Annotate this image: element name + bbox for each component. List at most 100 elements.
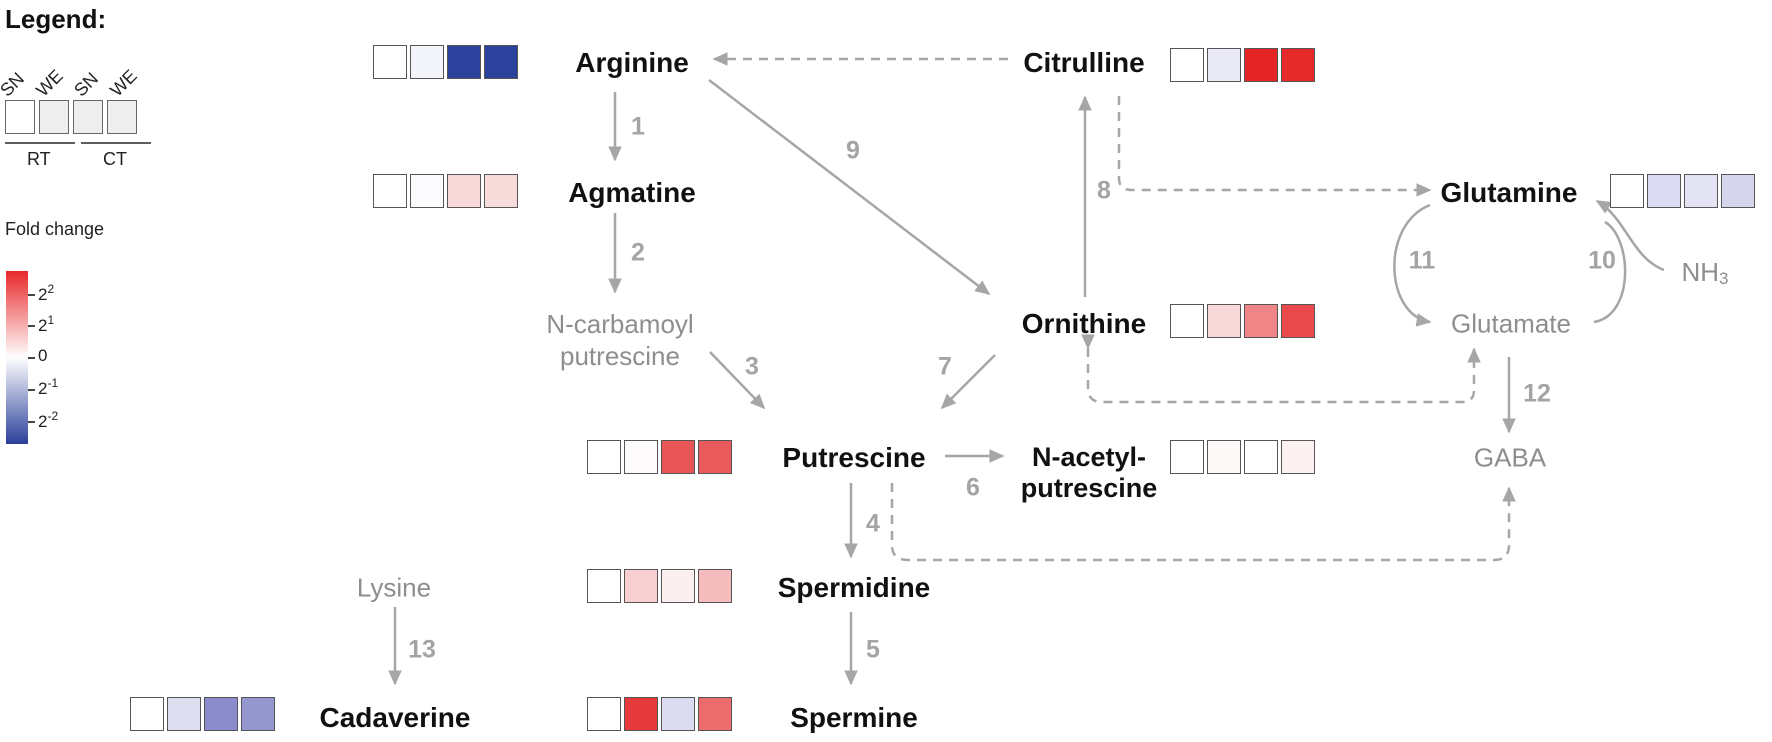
metabolite-putrescine: Putrescine [782,442,926,473]
colorbar-tick-mark [28,325,35,327]
metabolite-agmatine: Agmatine [568,177,696,208]
legend-cell [5,100,35,134]
heatmap-cadaverine [130,697,275,731]
heatmap-cell [624,440,658,474]
heatmap-cell [587,569,621,603]
legend-cell [39,100,69,134]
heatmap-n-acetylputrescine [1170,440,1315,474]
heatmap-cell [1281,440,1315,474]
step-8: 8 [1097,176,1111,205]
metabolite-spermine: Spermine [790,702,918,733]
metabolite-glutamine: Glutamine [1440,177,1578,208]
colorbar-tick-mark [28,294,35,296]
heatmap-cell [484,174,518,208]
heatmap-cell [1684,174,1718,208]
step-6: 6 [966,473,980,502]
legend-group-rt: RT [27,149,51,169]
legend-title: Legend: [5,4,107,34]
step-13: 13 [408,635,436,664]
heatmap-cell [130,697,164,731]
arrow-10-glutamate-loop [1593,220,1627,324]
intermediate-gaba: GABA [1473,442,1547,473]
arrow-7 [940,354,996,410]
dashed-citrulline-glutamine [1117,96,1432,197]
heatmap-cell [484,45,518,79]
heatmap-cell [1281,48,1315,82]
heatmap-cell [661,569,695,603]
heatmap-cell [1170,48,1204,82]
intermediate-glutamate: Glutamate [1451,308,1571,339]
n-carbamoyl-line-2: putrescine [560,341,680,371]
colorbar-tick-mark [28,357,35,359]
heatmap-glutamine [1610,174,1755,208]
step-5: 5 [866,635,880,664]
colorbar-tick-label: 0 [38,346,48,365]
heatmap-cell [1207,304,1241,338]
heatmap-cell [698,697,732,731]
heatmap-cell [661,697,695,731]
legend-cell [73,100,103,134]
n-acetyl-line-1: N-acetyl- [1031,442,1147,472]
heatmap-cell [587,440,621,474]
heatmap-cell [1207,440,1241,474]
dashed-putrescine-gaba [890,483,1516,562]
heatmap-cell [698,440,732,474]
heatmap-cell [1244,304,1278,338]
step-12: 12 [1523,379,1551,408]
step-9: 9 [846,136,860,165]
heatmap-cell [1244,440,1278,474]
heatmap-cell [241,697,275,731]
heatmap-cell [373,45,407,79]
heatmap-cell [624,697,658,731]
colorbar-tick-mark [28,389,35,391]
step-10: 10 [1588,246,1616,275]
heatmap-cell [1610,174,1644,208]
colorbar-tick-label: 2-1 [38,376,59,398]
heatmap-spermidine [587,569,732,603]
heatmap-agmatine [373,174,518,208]
colorbar-tick-mark [28,421,35,423]
fold-change-title: Fold change [5,219,105,239]
legend-cells [5,100,137,134]
arrow-10-nh3 [1595,199,1665,272]
arrow-11 [1393,203,1432,327]
heatmap-cell [447,174,481,208]
legend-group-ct: CT [103,149,127,169]
heatmap-cell [1207,48,1241,82]
step-1: 1 [631,112,645,141]
heatmap-cell [1721,174,1755,208]
heatmap-cell [1170,304,1204,338]
heatmap-cell [410,45,444,79]
n-acetyl-line-2: putrescine [1020,473,1158,503]
heatmap-spermine [587,697,732,731]
metabolite-arginine: Arginine [575,47,689,78]
heatmap-cell [1170,440,1204,474]
heatmap-cell [1244,48,1278,82]
dashed-glutamate-ornithine [1081,334,1481,404]
legend-cell [107,100,137,134]
heatmap-cell [624,569,658,603]
heatmap-cell [1647,174,1681,208]
colorbar-tick-label: 22 [38,282,55,304]
heatmap-arginine [373,45,518,79]
heatmap-ornithine [1170,304,1315,338]
heatmap-cell [373,174,407,208]
heatmap-citrulline [1170,48,1315,82]
step-3: 3 [745,352,759,381]
colorbar-tick-label: 2-2 [38,409,59,431]
heatmap-cell [587,697,621,731]
metabolite-spermidine: Spermidine [777,572,931,603]
n-carbamoyl-line-1: N-carbamoyl [546,309,694,339]
heatmap-cell [167,697,201,731]
arrow-9 [708,79,991,295]
step-11: 11 [1408,246,1436,275]
step-4: 4 [866,509,880,538]
heatmap-cell [447,45,481,79]
step-7: 7 [938,352,952,381]
metabolite-cadaverine: Cadaverine [319,702,471,733]
colorbar-tick-label: 21 [38,313,55,335]
step-2: 2 [631,238,645,267]
heatmap-cell [410,174,444,208]
